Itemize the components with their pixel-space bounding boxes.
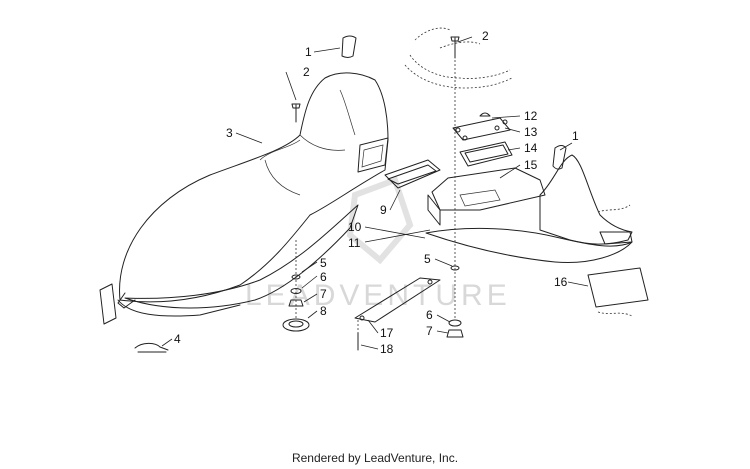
part-screw-right (450, 36, 460, 59)
part-hardware-left (282, 240, 310, 332)
callout-15: 15 (524, 158, 538, 172)
part-bumper-pad-rear (552, 145, 567, 170)
part-cover-gasket (459, 141, 513, 167)
callout-3: 3 (226, 126, 233, 140)
callout-17: 17 (380, 326, 394, 340)
part-inspection-cover (452, 112, 511, 141)
callout-4: 4 (174, 332, 181, 346)
callout-7-left: 7 (320, 287, 327, 301)
callout-1-front: 1 (305, 45, 312, 59)
callout-2-left: 2 (303, 65, 310, 79)
callout-12: 12 (524, 109, 538, 123)
part-front-hood (117, 72, 389, 317)
callout-labels: 1 2 3 1 2 4 5 6 7 8 9 10 11 12 13 14 15 … (174, 29, 579, 356)
footer-credit: Rendered by LeadVenture, Inc. (291, 451, 459, 465)
part-screw-left (291, 103, 301, 123)
part-rear-pan (425, 154, 633, 264)
callout-18: 18 (380, 342, 394, 356)
callout-2-right: 2 (482, 29, 489, 43)
watermark-text: LEADVENTURE (245, 279, 511, 312)
callout-6-left: 6 (320, 270, 327, 284)
part-gasket-ring (384, 159, 441, 189)
leader-lines (161, 36, 589, 350)
callout-9: 9 (380, 203, 387, 217)
part-hardware-right (446, 60, 464, 338)
callout-5-left: 5 (320, 256, 327, 270)
callout-13: 13 (524, 125, 538, 139)
callout-7-right: 7 (426, 324, 433, 338)
watermark-logo (346, 176, 414, 265)
callout-5-right: 5 (424, 252, 431, 266)
part-decal (587, 204, 649, 317)
part-retaining-clip (99, 283, 169, 353)
callout-8: 8 (320, 304, 327, 318)
callout-16: 16 (554, 275, 568, 289)
callout-14: 14 (524, 141, 538, 155)
part-steering-sketch (404, 27, 513, 89)
callout-11: 11 (348, 236, 361, 250)
callout-6-right: 6 (426, 308, 433, 322)
callout-10: 10 (348, 220, 362, 234)
callout-1-rear: 1 (572, 129, 579, 143)
watermark: LEADVENTURE (245, 176, 511, 312)
part-bumper-pad-front (341, 35, 357, 58)
